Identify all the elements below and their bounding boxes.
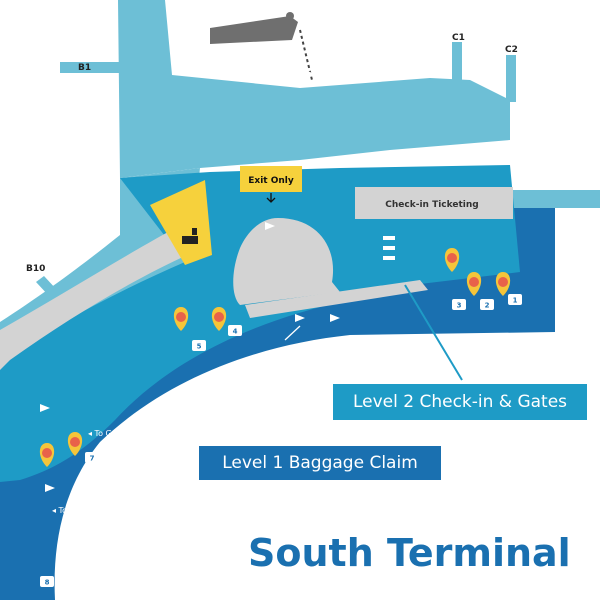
- level1-legend-text: Level 1 Baggage Claim: [222, 453, 418, 473]
- pier-side: [505, 190, 600, 208]
- gate-label-b10: B10: [26, 264, 45, 274]
- counter-markers: [383, 236, 395, 260]
- rotunda: [233, 218, 340, 305]
- level2-corridor-light: [118, 0, 510, 178]
- airplane-icon: [210, 16, 298, 44]
- pier-b1: [60, 62, 130, 73]
- walkway-band: [0, 215, 210, 370]
- baggage-icon: 8: [40, 576, 54, 587]
- ramp-lines: [284, 325, 371, 363]
- baggage-icon: 1: [508, 294, 522, 305]
- page-title: South Terminal: [248, 531, 571, 575]
- to-gate-l1-label: ◂ To Gate L-1: [88, 429, 140, 438]
- check-in-ticketing-label: Check-in Ticketing: [385, 200, 478, 210]
- security-desk-icon: [182, 228, 198, 244]
- pin: [211, 307, 227, 331]
- gate-label-c1: C1: [452, 33, 465, 43]
- to-gate-l2-label: ◂ To Gate L-2: [52, 506, 104, 515]
- pin: [495, 272, 511, 296]
- walkway-band-lower: [245, 280, 428, 318]
- level2-area: [0, 165, 520, 482]
- carousel-number: 7: [90, 455, 95, 463]
- level2-legend: Level 2 Check-in & Gates: [333, 384, 587, 420]
- baggage-icon: 2: [480, 299, 494, 310]
- exit-only-box: [240, 166, 302, 192]
- level1-legend: Level 1 Baggage Claim: [199, 446, 441, 480]
- baggage-carousels: 5 4 3 2 1 7 8: [40, 294, 522, 587]
- carousel-number: 3: [457, 302, 462, 310]
- jet-bridge: [299, 29, 313, 81]
- location-pins: [39, 248, 511, 467]
- pin: [173, 307, 189, 331]
- pin: [67, 432, 83, 456]
- baggage-icon: 4: [228, 325, 242, 336]
- baggage-icon: 5: [192, 340, 206, 351]
- pin: [39, 443, 55, 467]
- pin: [444, 248, 460, 272]
- baggage-icon: 3: [452, 299, 466, 310]
- carousel-number: 4: [233, 328, 238, 336]
- gate-label-c2: C2: [505, 45, 518, 55]
- pin: [466, 272, 482, 296]
- carousel-number: 2: [485, 302, 490, 310]
- gate-label-b1: B1: [78, 63, 91, 73]
- level2-callout: [404, 284, 463, 381]
- pier-c1: [452, 42, 462, 84]
- carousel-number: 5: [197, 343, 202, 351]
- pier-c2: [506, 55, 516, 102]
- carousel-number: 1: [513, 297, 518, 305]
- direction-arrows: [40, 70, 365, 492]
- check-in-counter: [355, 187, 513, 219]
- exit-arrow-icon: [266, 193, 276, 203]
- baggage-icon: 7: [85, 452, 99, 463]
- carousel-number: 8: [45, 579, 50, 587]
- exit-only-label: Exit Only: [248, 176, 294, 186]
- level2-legend-text: Level 2 Check-in & Gates: [352, 392, 568, 412]
